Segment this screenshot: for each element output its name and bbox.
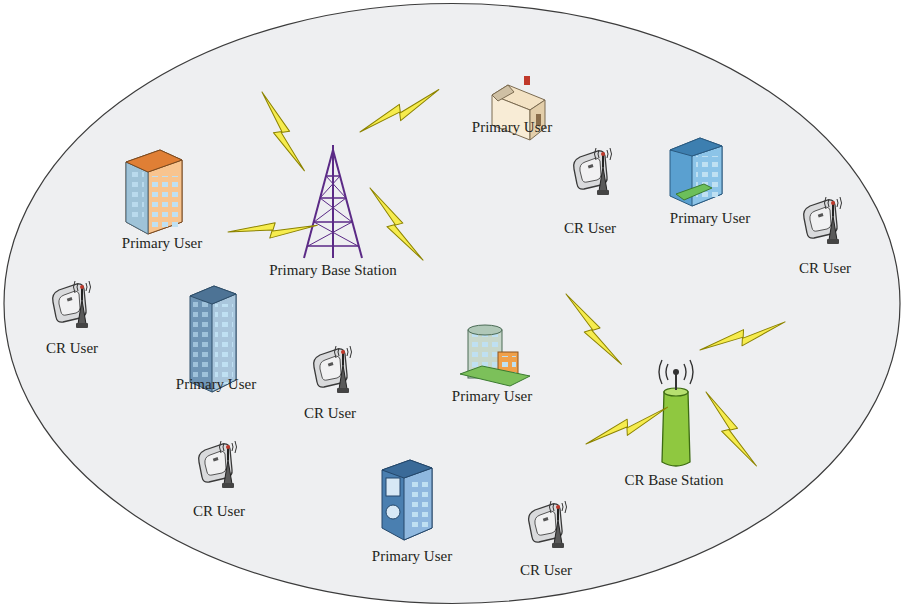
label-box: CR User <box>193 502 245 520</box>
cr-base-station-icon <box>659 360 693 466</box>
icon-label: Primary User <box>472 119 552 135</box>
cr-user-icon <box>804 197 842 244</box>
icon-label: CR User <box>564 220 616 236</box>
label-box: Primary User <box>372 547 452 565</box>
office-icon <box>670 138 722 206</box>
tower-icon <box>304 145 362 258</box>
label-box: Primary User <box>472 118 552 136</box>
center-tower-icon <box>460 325 530 386</box>
label-box: CR User <box>564 219 616 237</box>
cr-user-icon <box>314 346 352 393</box>
label-box: CR User <box>304 404 356 422</box>
apartment-icon <box>126 150 182 234</box>
label-box: CR User <box>520 561 572 579</box>
icon-label: Primary User <box>452 388 532 404</box>
icon-label: Primary User <box>122 235 202 251</box>
icon-label: Primary User <box>176 376 256 392</box>
label-box: CR User <box>799 259 851 277</box>
icon-label: CR User <box>799 260 851 276</box>
label-box: Primary User <box>176 375 256 393</box>
cr-user-icon <box>529 501 567 548</box>
icon-label: CR Base Station <box>624 472 723 488</box>
bottom-building-icon <box>382 460 432 540</box>
label-box: CR User <box>46 339 98 357</box>
icon-label: Primary User <box>372 548 452 564</box>
icon-label: CR User <box>520 562 572 578</box>
label-box: Primary Base Station <box>269 261 397 279</box>
icon-label: CR User <box>304 405 356 421</box>
cr-user-icon <box>199 441 237 488</box>
label-box: Primary User <box>670 209 750 227</box>
cr-user-icon <box>53 281 91 328</box>
label-box: CR Base Station <box>624 471 723 489</box>
label-box: Primary User <box>452 387 532 405</box>
cr-user-icon <box>574 148 612 195</box>
label-box: Primary User <box>122 234 202 252</box>
icon-label: CR User <box>46 340 98 356</box>
icon-label: CR User <box>193 503 245 519</box>
icon-label: Primary Base Station <box>269 262 397 278</box>
icon-label: Primary User <box>670 210 750 226</box>
